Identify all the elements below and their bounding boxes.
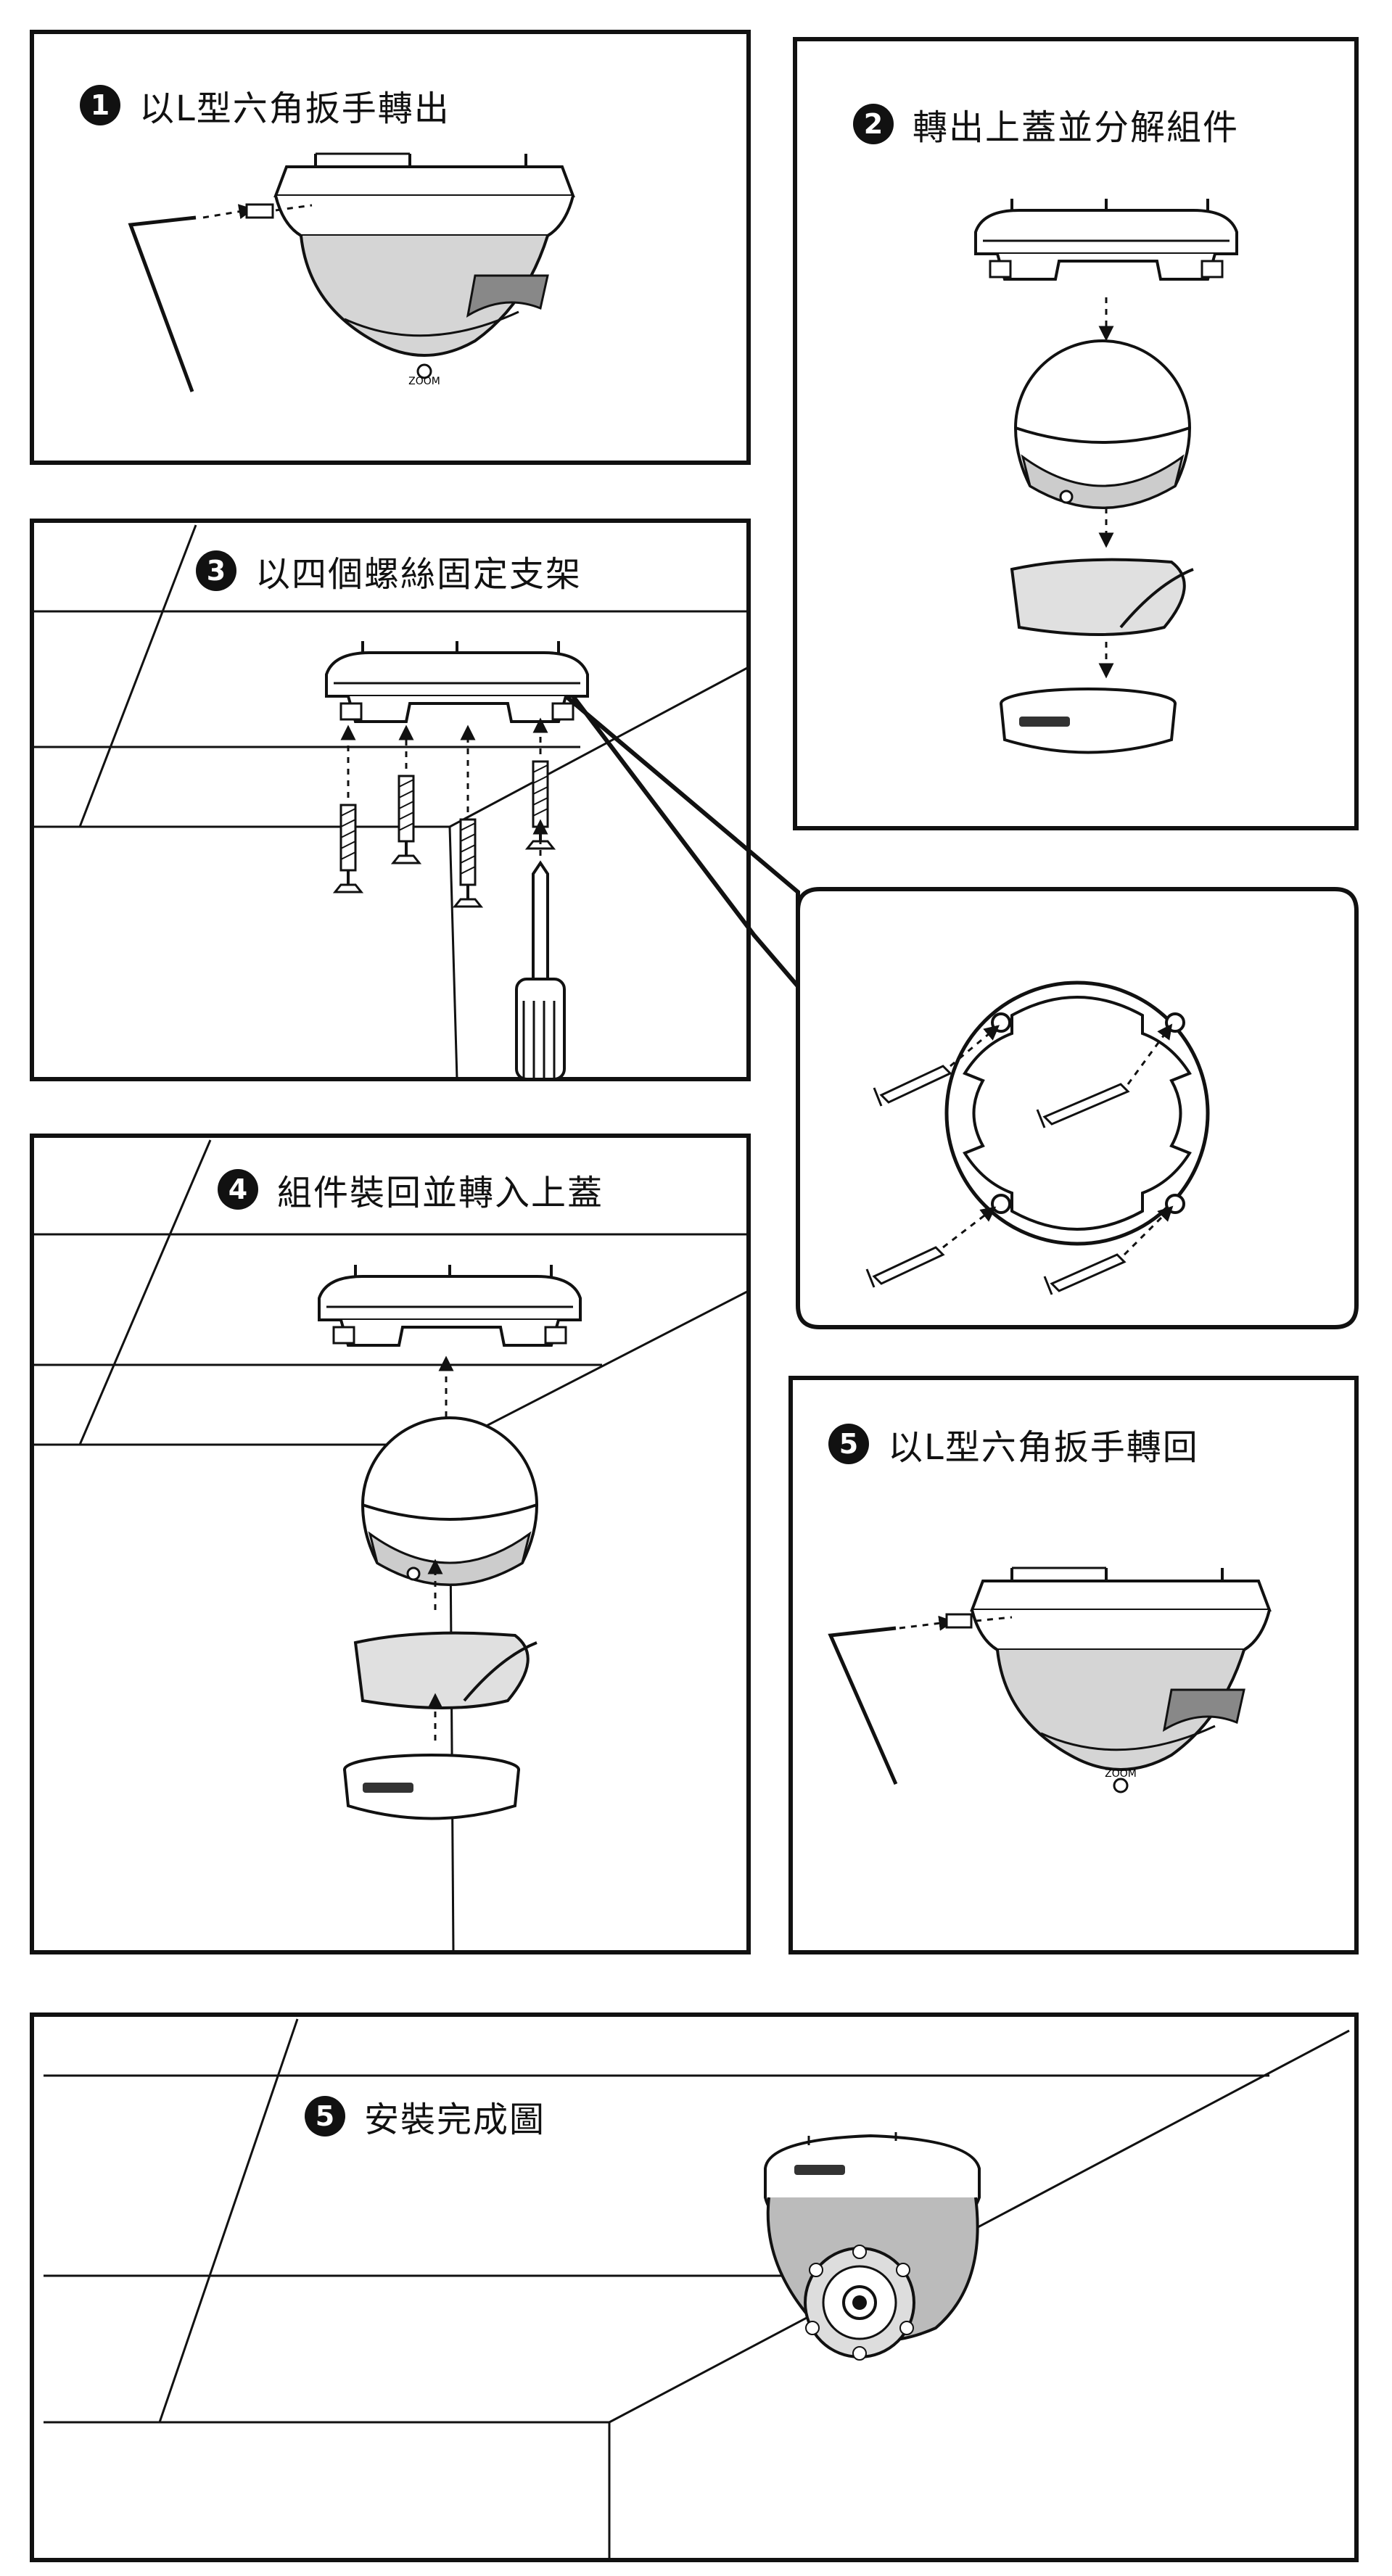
- zoom-label-1: ZOOM: [408, 376, 440, 387]
- step-4-label: 組件裝回並轉入上蓋: [277, 1173, 604, 1213]
- step-5-label: 以L型六角扳手轉回: [888, 1427, 1199, 1468]
- step-2-heading: 2 轉出上蓋並分解組件: [853, 99, 1239, 149]
- hex-wrench-5: [828, 1626, 898, 1786]
- panel-4-frame: [30, 1134, 751, 1954]
- visor-4: [354, 1631, 538, 1709]
- hex-wrench-1: [128, 215, 197, 392]
- screw-3b: [392, 775, 421, 864]
- step-5-badge: 5: [828, 1424, 869, 1464]
- screwdriver-3: [515, 860, 566, 1081]
- visor-2: [1010, 558, 1195, 636]
- step-6-badge: 5: [305, 2096, 345, 2137]
- dome-camera-5: [971, 1566, 1271, 1793]
- base-4: [318, 1263, 582, 1347]
- step-6-label: 安裝完成圖: [364, 2100, 546, 2140]
- step-4-badge: 4: [218, 1169, 258, 1210]
- base-2: [974, 197, 1238, 281]
- installed-camera: [764, 2132, 981, 2361]
- step-5-heading: 5 以L型六角扳手轉回: [828, 1419, 1199, 1469]
- dome-camera-1: [274, 152, 574, 379]
- sphere-2: [1014, 339, 1191, 509]
- sphere-4: [361, 1416, 538, 1586]
- zoom-label-5: ZOOM: [1105, 1768, 1137, 1780]
- base-3: [325, 640, 589, 723]
- step-1-badge: 1: [80, 85, 120, 125]
- ring-2: [1000, 688, 1177, 754]
- step-6-heading: 5 安裝完成圖: [305, 2091, 545, 2142]
- step-2-label: 轉出上蓋並分解組件: [913, 107, 1240, 148]
- panel-2-frame: [793, 37, 1359, 830]
- panel-3-frame: [30, 519, 751, 1081]
- step-3-badge: 3: [196, 550, 236, 591]
- step-4-heading: 4 組件裝回並轉入上蓋: [218, 1164, 604, 1215]
- step-1-heading: 1 以L型六角扳手轉出: [80, 80, 450, 131]
- panel-1-frame: [30, 30, 751, 465]
- screw-3c: [453, 818, 482, 908]
- step-2-badge: 2: [853, 104, 894, 144]
- step-3-label: 以四個螺絲固定支架: [255, 554, 582, 595]
- ring-4: [343, 1754, 520, 1820]
- panel-6-frame: [30, 2012, 1359, 2562]
- callout-screws: [865, 1065, 1130, 1295]
- panel-5-frame: [788, 1376, 1359, 1954]
- screw-3a: [334, 804, 363, 893]
- step-3-heading: 3 以四個螺絲固定支架: [196, 545, 582, 596]
- step-1-label: 以L型六角扳手轉出: [139, 88, 450, 129]
